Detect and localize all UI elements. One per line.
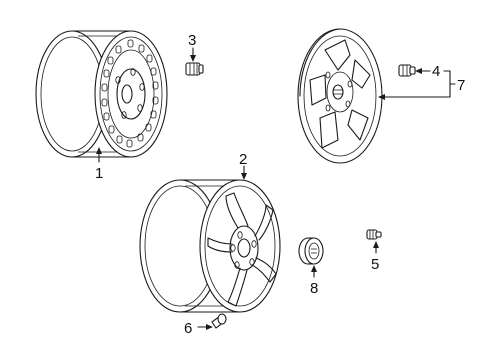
center-cap <box>298 237 324 265</box>
alloy-wheel <box>139 179 281 313</box>
valve-cap <box>366 229 382 240</box>
callout-4-leader <box>415 68 431 74</box>
wheel-cover <box>297 28 383 164</box>
spokes <box>207 192 277 307</box>
valve-stem <box>211 313 227 329</box>
callout-7: 7 <box>457 77 465 94</box>
callout-7-bracket <box>378 70 456 100</box>
lug-nut <box>185 62 204 76</box>
callout-1: 1 <box>95 165 103 182</box>
callout-3: 3 <box>188 32 196 49</box>
lug-holes <box>115 68 145 119</box>
cover-spoke-windows <box>309 39 371 149</box>
callout-5-leader <box>373 241 379 254</box>
retainer-nut <box>398 64 416 77</box>
callout-8-leader <box>311 265 317 278</box>
callout-8: 8 <box>310 280 318 297</box>
callout-5: 5 <box>371 256 379 273</box>
callout-2: 2 <box>239 151 247 168</box>
callout-6: 6 <box>184 320 192 337</box>
callout-3-leader <box>190 47 196 62</box>
callout-4: 4 <box>432 63 440 80</box>
steel-wheel <box>35 30 168 158</box>
callout-2-leader <box>241 165 247 180</box>
callout-6-leader <box>197 324 213 330</box>
callout-1-leader <box>96 147 102 163</box>
vent-slots <box>101 39 159 148</box>
